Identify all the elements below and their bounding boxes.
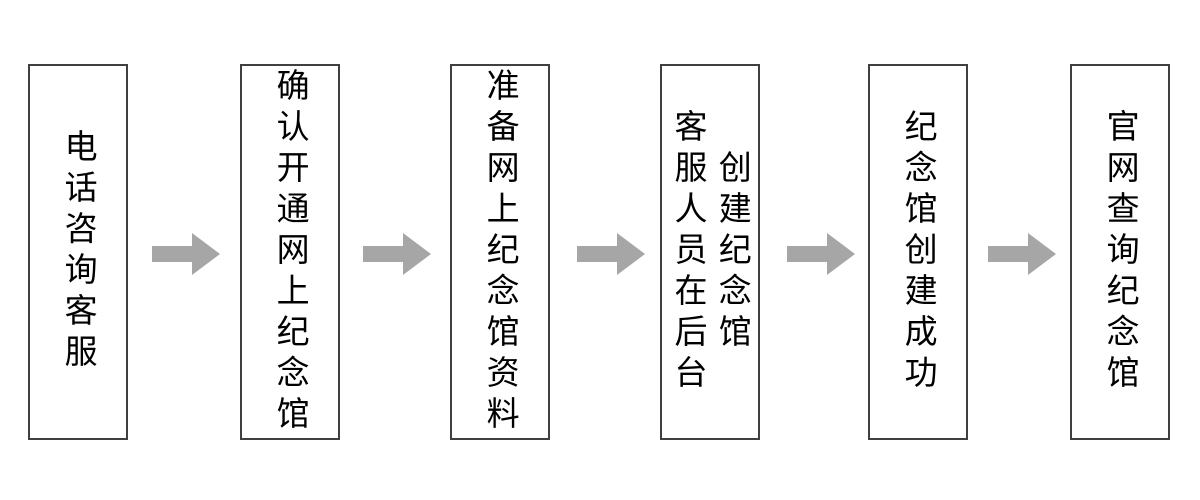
arrow-right-icon-3 bbox=[577, 233, 645, 275]
process-step-2[interactable]: 确认开通网上纪念馆 bbox=[240, 64, 340, 440]
arrow-right-icon-2 bbox=[363, 233, 431, 275]
process-step-4[interactable]: 创建纪念馆 客服人员在后台 bbox=[660, 64, 760, 440]
process-step-5[interactable]: 纪念馆创建成功 bbox=[868, 64, 968, 440]
process-step-3[interactable]: 准备网上纪念馆资料 bbox=[450, 64, 550, 440]
step-4-label-column-1: 客服人员在后台 bbox=[669, 108, 708, 396]
process-step-1[interactable]: 电话咨询客服 bbox=[28, 64, 128, 440]
step-2-label: 确认开通网上纪念馆 bbox=[271, 67, 311, 437]
arrow-right-icon-1 bbox=[152, 233, 220, 275]
step-1-label: 电话咨询客服 bbox=[59, 129, 99, 375]
step-6-label: 官网查询纪念馆 bbox=[1101, 108, 1141, 396]
step-3-label: 准备网上纪念馆资料 bbox=[481, 67, 521, 437]
step-5-label: 纪念馆创建成功 bbox=[899, 108, 939, 396]
arrow-right-icon-5 bbox=[988, 233, 1056, 275]
step-4-label-column-2: 创建纪念馆 bbox=[713, 149, 753, 355]
process-step-6[interactable]: 官网查询纪念馆 bbox=[1070, 64, 1170, 440]
arrow-right-icon-4 bbox=[787, 233, 855, 275]
